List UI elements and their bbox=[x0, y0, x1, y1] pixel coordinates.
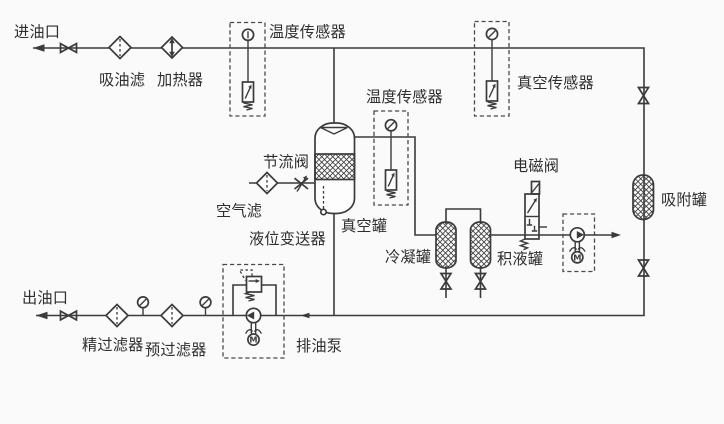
relief-pilot-line bbox=[238, 269, 253, 281]
temp-sensor-top-icon bbox=[229, 21, 266, 117]
vacuum-sensor-icon bbox=[473, 20, 510, 117]
label-oil-inlet: 进油口 bbox=[14, 23, 60, 41]
label-drain-pump: 排油泵 bbox=[296, 337, 342, 355]
exhaust-arrow bbox=[611, 231, 621, 239]
heater-icon bbox=[160, 35, 184, 60]
outlet-valve-icon bbox=[59, 309, 78, 322]
suction-filter-icon bbox=[107, 35, 133, 60]
diagram-labels: 进油口 吸油滤 加热器 温度传感器 真空传感器 节流阀 空气滤 温度传感器 真空… bbox=[14, 23, 707, 359]
condenser-drain-valve bbox=[439, 272, 453, 290]
label-solenoid-valve: 电磁阀 bbox=[513, 157, 559, 175]
label-level-transmitter: 液位变送器 bbox=[249, 230, 326, 248]
temp-sensor-mid-icon bbox=[373, 110, 409, 206]
accumulator-drain-valve bbox=[473, 272, 488, 290]
label-heater: 加热器 bbox=[157, 71, 203, 89]
label-vacuum-tank: 真空罐 bbox=[341, 217, 387, 235]
label-throttle-valve: 节流阀 bbox=[263, 153, 309, 171]
label-temp-sensor-mid: 温度传感器 bbox=[366, 88, 443, 106]
drain-pump-icon: M bbox=[222, 263, 285, 359]
inlet-flow-arrow bbox=[33, 44, 45, 52]
fine-filter-icon bbox=[104, 303, 130, 328]
air-filter-icon bbox=[255, 171, 279, 195]
inlet-valve-icon bbox=[59, 42, 78, 54]
pre-filter-icon bbox=[159, 303, 185, 328]
label-vacuum-sensor: 真空传感器 bbox=[517, 74, 594, 92]
label-pre-filter: 预过滤器 bbox=[145, 341, 207, 359]
adsorption-tank-icon bbox=[632, 174, 655, 221]
right-lower-valve bbox=[636, 259, 651, 277]
label-temp-sensor-top: 温度传感器 bbox=[269, 23, 346, 41]
outlet-flow-arrow bbox=[36, 311, 48, 320]
vacuum-pump-motor-label: M bbox=[573, 252, 581, 262]
label-suction-filter: 吸油滤 bbox=[99, 71, 145, 89]
bottom-pipe-flow-arrow bbox=[300, 312, 310, 319]
pressure-gauge-1 bbox=[136, 296, 150, 316]
drain-pump-motor-label: M bbox=[249, 335, 257, 345]
condenser-tank-icon bbox=[435, 221, 457, 269]
vacuum-tank-icon bbox=[314, 122, 356, 216]
vacuum-pump-icon: M bbox=[562, 213, 596, 273]
label-condenser-tank: 冷凝罐 bbox=[385, 248, 431, 266]
label-accumulator-tank: 积液罐 bbox=[497, 250, 543, 268]
label-air-filter: 空气滤 bbox=[216, 202, 262, 220]
label-adsorption-tank: 吸附罐 bbox=[661, 191, 707, 209]
label-fine-filter: 精过滤器 bbox=[82, 336, 144, 354]
label-oil-outlet: 出油口 bbox=[22, 289, 68, 307]
pressure-gauge-2 bbox=[199, 296, 212, 316]
throttle-valve-icon bbox=[293, 175, 309, 192]
right-upper-valve bbox=[636, 86, 651, 105]
accumulator-tank-icon bbox=[469, 221, 492, 269]
solenoid-valve-icon bbox=[518, 180, 547, 251]
level-probe-tip bbox=[319, 208, 328, 216]
